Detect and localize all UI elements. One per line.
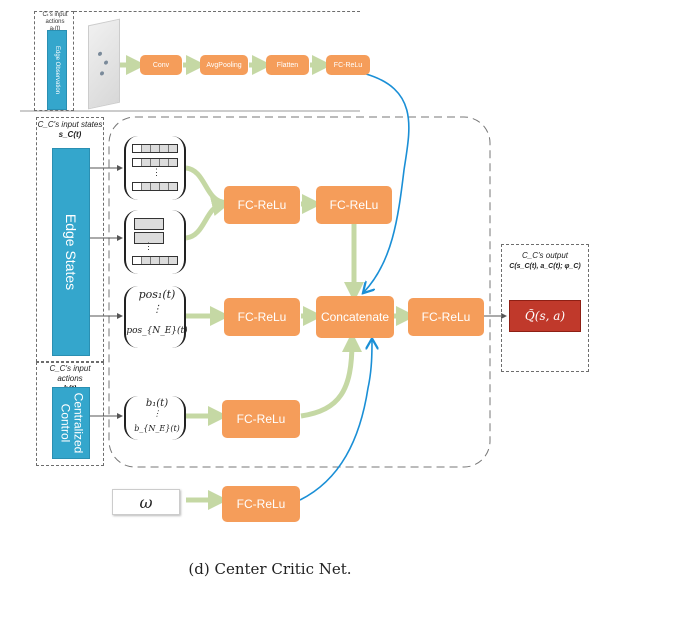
actions-label-line1: C_C's input actions — [49, 364, 91, 383]
blue-arrow-omega-concat — [299, 340, 372, 501]
top-row-dashed-guide — [74, 11, 360, 12]
output-box — [501, 244, 589, 372]
state-table-dots: ⋮ — [152, 167, 161, 177]
fc-relu-omega-block: FC-ReLu — [222, 486, 300, 522]
centralized-control-label: Centralized Control — [58, 392, 86, 454]
figure-caption: (d) Center Critic Net. — [188, 560, 352, 578]
top-conv-block: Conv — [140, 55, 182, 75]
top-flatten-block: Flatten — [266, 55, 309, 75]
fc-relu-second-block: FC-ReLu — [316, 186, 392, 224]
edge-states-block: Edge States — [52, 148, 90, 356]
centralized-control-block: Centralized Control — [52, 387, 90, 459]
omega-box: ω — [112, 489, 180, 515]
top-input-label: Cₜ's input actions aₜ(t) — [35, 12, 75, 33]
state-table-row — [132, 158, 178, 167]
states-input-label: C_C's input states s_C(t) — [36, 120, 104, 140]
state-table-row — [132, 182, 178, 191]
blue-arrow-top-fc-concat — [364, 73, 410, 292]
state-table-dots: ⋮ — [144, 241, 153, 251]
concatenate-block: Concatenate — [316, 296, 394, 338]
pos-last: pos_{N_E}(t) — [126, 326, 188, 336]
b-dots: ⋮ — [153, 409, 161, 418]
output-label: C_C's output C(s_C(t), a_C(t); φ_C) — [501, 250, 589, 272]
q-value-label: Q̃(s, a) — [524, 309, 566, 323]
fc-relu-b-block: FC-ReLu — [222, 400, 300, 438]
actions-input-box — [36, 362, 104, 466]
observation-image — [88, 18, 120, 110]
states-input-box — [36, 117, 104, 362]
top-fc-relu-block: FC-ReLu — [326, 55, 370, 75]
b-first: b₁(t) — [145, 398, 169, 409]
b-symbol-group: b₁(t) ⋮ b_{N_E}(t) — [124, 396, 186, 440]
pos-dots: ⋮ — [152, 304, 162, 315]
top-avgpooling-block: AvgPooling — [200, 55, 248, 75]
state-table-small-2 — [134, 232, 164, 244]
fc-relu-tables-block: FC-ReLu — [224, 186, 300, 224]
state-table-group-2: ⋮ — [124, 210, 186, 274]
top-input-label-line2: aₜ(t) — [49, 26, 61, 32]
q-value-block: Q̃(s, a) — [509, 300, 581, 332]
states-label-line1: C_C's input states — [37, 120, 103, 129]
top-input-label-line1: Cₜ's input actions — [42, 12, 68, 25]
arrow-table2-fc — [185, 196, 232, 241]
output-label-line2: C(s_C(t), a_C(t); φ_C) — [509, 263, 581, 270]
state-table-group-1: ⋮ — [124, 136, 186, 200]
b-last: b_{N_E}(t) — [134, 424, 180, 433]
arrow-table1-fc — [185, 165, 223, 205]
observation-dot-1 — [98, 51, 102, 57]
edge-observation-label: Edge Observation — [54, 45, 60, 95]
observation-dot-2 — [104, 60, 108, 65]
omega-symbol: ω — [139, 492, 153, 512]
fc-relu-after-concat-block: FC-ReLu — [408, 298, 484, 336]
state-table-small-1 — [134, 218, 164, 230]
pos-symbol-group: pos₁(t) ⋮ pos_{N_E}(t) — [124, 286, 188, 348]
edge-states-label: Edge States — [63, 213, 79, 291]
pos-first: pos₁(t) — [138, 288, 176, 301]
main-network-container — [108, 116, 491, 468]
top-input-box — [34, 11, 74, 111]
state-table-row — [132, 144, 178, 153]
fc-relu-pos-block: FC-ReLu — [224, 298, 300, 336]
arrow-fcb-input-concat — [300, 332, 362, 419]
states-label-line2: s_C(t) — [58, 130, 82, 139]
edge-observation-block: Edge Observation — [47, 30, 67, 110]
observation-dot-3 — [100, 71, 104, 76]
state-table-row — [132, 256, 178, 265]
output-label-line1: C_C's output — [522, 251, 568, 260]
